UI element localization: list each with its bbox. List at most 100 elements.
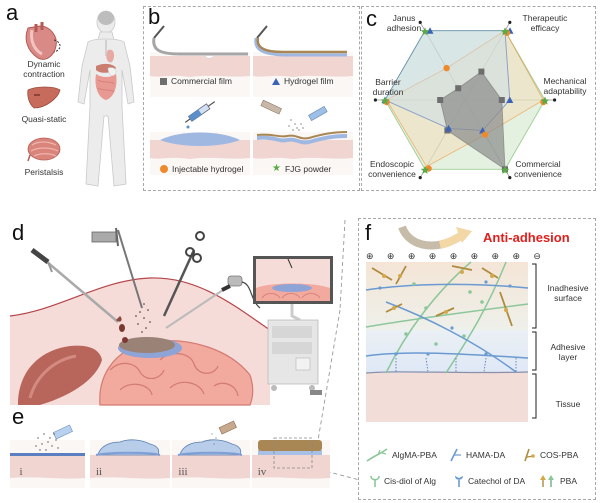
radar-point-triangle: [445, 124, 453, 132]
label-line: contraction: [23, 68, 65, 79]
panel-b-frame: [143, 6, 360, 191]
radar-point-circle: [481, 131, 489, 138]
legend-label: FJG powder: [284, 164, 332, 174]
legend-label: Commercial film: [171, 76, 232, 86]
step-label-iii: iii: [178, 466, 188, 478]
legend-label: AlgMA-PBA: [392, 450, 437, 460]
axis-label-word: Barrier: [375, 77, 401, 87]
positive-charge-icon: ⊕: [470, 251, 479, 261]
legend-hama-da: HAMA-DA: [448, 448, 505, 462]
axis-label-word: Mechanical: [543, 76, 587, 86]
radar-axis-arrow: [553, 98, 557, 102]
legend-label: PBA: [560, 476, 578, 486]
application-steps-illustration: [10, 420, 330, 488]
human-body-illustration: [77, 10, 135, 187]
panel-c-letter: c: [366, 6, 377, 31]
label-line: Inadhesive: [547, 283, 589, 293]
radar-point-star: [500, 27, 510, 36]
legend-label: Hydrogel film: [284, 76, 334, 86]
step-iv: [252, 437, 330, 488]
radar-point-triangle: [426, 27, 434, 34]
positive-charge-icon: ⊕: [449, 251, 458, 261]
positive-charge-icon: ⊕: [386, 251, 395, 261]
radar-point-square: [437, 97, 444, 103]
legend-fjg-powder: ★ FJG powder: [272, 164, 332, 175]
liver-illustration: [27, 86, 61, 109]
step-iii: [172, 420, 250, 488]
label-line: Adhesive: [550, 342, 586, 352]
layer-label-tissue: Tissue: [555, 399, 581, 409]
panel-a-letter: a: [6, 0, 19, 25]
catechol-icon: [455, 476, 463, 487]
cos-pba-icon: [524, 448, 535, 462]
heart-illustration: [25, 22, 61, 60]
panel-f-letter: f: [365, 220, 372, 245]
layer-label-adhesive-layer: Adhesive layer: [540, 342, 596, 363]
legend-cis-diol-alg: Cis-diol of Alg: [370, 474, 436, 488]
laparoscopic-surgery-illustration: [9, 227, 333, 406]
panel-c-frame: [361, 6, 596, 191]
panel-f-frame: [358, 218, 596, 500]
negative-charge-icon: ⊖: [533, 251, 541, 261]
label-line: layer: [558, 351, 578, 362]
hydrogel-film-illustration: [253, 25, 353, 97]
axis-label-word: adaptability: [543, 85, 587, 96]
intestine-illustration: [27, 137, 61, 162]
legend-label: COS-PBA: [540, 450, 579, 460]
anti-adhesion-title: Anti-adhesion: [483, 230, 570, 245]
radar-point-square: [455, 85, 462, 92]
radar-chart: [373, 20, 557, 180]
radar-point-circle: [443, 64, 450, 72]
radar-point-square: [498, 97, 505, 103]
legend-injectable-hydrogel: Injectable hydrogel: [160, 164, 243, 174]
positive-charge-icon: ⊕: [512, 251, 520, 261]
radar-axis-arrow: [508, 20, 512, 25]
axis-label-word: efficacy: [530, 22, 560, 33]
legend-label: Cis-diol of Alg: [384, 476, 436, 486]
legend-algma-pba: AlgMA-PBA: [366, 448, 437, 462]
label-line: surface: [554, 292, 582, 303]
step-i: [10, 424, 85, 488]
circle-marker-icon: [160, 165, 168, 173]
label-dynamic-contraction: Dynamic contraction: [14, 59, 74, 80]
axis-label-word: Endoscopic: [370, 159, 414, 169]
radar-point-star: [380, 96, 390, 105]
radar-point-star: [500, 165, 510, 174]
radar-axis-arrow: [373, 98, 377, 102]
positive-charge-icon: ⊕: [366, 251, 374, 261]
radar-axis-arrow: [508, 175, 512, 180]
step-ii: [90, 439, 170, 488]
legend-pba: PBA: [538, 474, 577, 488]
radar-point-star: [540, 96, 550, 105]
label-quasi-static: Quasi-static: [21, 114, 67, 124]
legend-catechol-da: Catechol of DA: [454, 474, 525, 488]
axis-label-word: Therapeutic: [522, 13, 568, 23]
algma-pba-icon: [366, 448, 388, 462]
axis-label-word: convenience: [514, 168, 562, 179]
layer-label-inadhesive-surface: Inadhesive surface: [540, 283, 596, 304]
step-label-iv: iv: [257, 466, 267, 478]
square-marker-icon: [160, 77, 167, 85]
radar-axis-arrow: [418, 175, 422, 180]
positive-charge-icon: ⊕: [407, 251, 416, 261]
hama-da-icon: [450, 448, 461, 462]
cis-diol-icon: [370, 475, 380, 487]
layer-brackets: [532, 263, 537, 419]
legend-label: Catechol of DA: [468, 476, 526, 486]
legend-label: Injectable hydrogel: [172, 164, 244, 174]
radar-point-star: [420, 27, 430, 36]
positive-charge-icon: ⊕: [491, 251, 500, 261]
panel-d-letter: d: [12, 220, 25, 245]
anti-adhesion-arrow-icon: [398, 225, 472, 250]
label-peristalsis: Peristalsis: [24, 167, 64, 177]
radar-point-star: [420, 165, 430, 174]
radar-axis-arrow: [418, 20, 422, 25]
surface-charges: ⊕⊕⊕⊕⊕⊕⊕⊕⊖: [366, 251, 541, 262]
radar-point-triangle: [506, 96, 514, 103]
legend-commercial-film: Commercial film: [160, 76, 232, 86]
network-structure-illustration: [365, 261, 529, 422]
